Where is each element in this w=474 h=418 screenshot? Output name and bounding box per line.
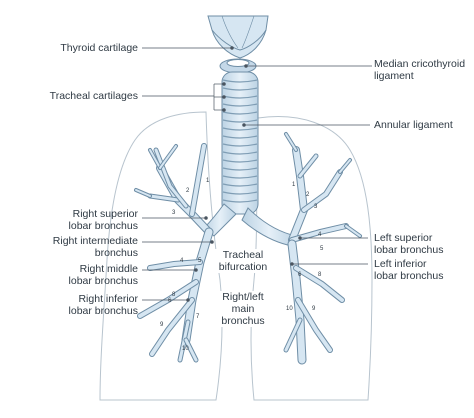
tracheal-ring bbox=[222, 159, 258, 163]
tracheal-ring bbox=[222, 95, 258, 99]
label-left-inferior-lobar-bronchus: Left inferior lobar bronchus bbox=[374, 258, 444, 282]
left-posterior-branch-lumen bbox=[302, 170, 342, 212]
seg-r-10: 10 bbox=[182, 346, 189, 352]
bronchial-branches bbox=[134, 132, 362, 365]
thyroid-cartilage-shape bbox=[207, 15, 269, 59]
right-twig-2-lumen bbox=[159, 145, 177, 169]
tracheal-ring bbox=[222, 87, 258, 91]
label-tracheal-cartilages: Tracheal cartilages bbox=[49, 90, 138, 102]
tracheal-ring bbox=[222, 111, 258, 115]
tracheal-ring bbox=[222, 151, 258, 155]
right-twig-3-lumen bbox=[135, 189, 151, 197]
tracheal-ring bbox=[222, 175, 258, 179]
label-annular-ligament: Annular ligament bbox=[374, 119, 453, 131]
larynx bbox=[207, 15, 269, 74]
right-main-bronchus bbox=[203, 203, 237, 237]
seg-r-9: 9 bbox=[160, 322, 164, 328]
right-inferior-branch-b-lumen bbox=[150, 298, 194, 356]
left-twig-2-lumen bbox=[339, 159, 351, 173]
right-inferior-branch-d-lumen bbox=[184, 338, 198, 362]
right-apical-branch-lumen bbox=[190, 144, 206, 216]
left-upper-branch-lumen bbox=[289, 147, 308, 243]
seg-l-4: 4 bbox=[318, 232, 322, 238]
segment-numbers-left: 1 2 3 4 5 6 8 9 10 bbox=[286, 182, 324, 312]
left-apical-branch-lumen bbox=[298, 154, 318, 178]
tracheal-ring bbox=[222, 79, 258, 83]
left-inferior-branch-b-lumen bbox=[296, 298, 332, 352]
label-median-cricothyroid-ligament: Median cricothyroid ligament bbox=[374, 58, 466, 82]
segment-numbers-right: 1 2 3 4 5 6 7 8 9 10 bbox=[160, 178, 210, 352]
seg-l-5: 5 bbox=[320, 246, 324, 252]
right-middle-branch-lumen bbox=[148, 260, 202, 270]
seg-l-3: 3 bbox=[314, 204, 318, 210]
label-thyroid-cartilage: Thyroid cartilage bbox=[60, 42, 138, 54]
right-twig-1-lumen bbox=[149, 149, 161, 169]
left-twig-3-lumen bbox=[345, 225, 361, 237]
tracheal-ring bbox=[222, 103, 258, 107]
tracheal-ring bbox=[222, 199, 258, 203]
left-inferior-branch-c-lumen bbox=[284, 318, 302, 352]
right-subbranch-lumen bbox=[154, 148, 188, 208]
tracheal-ring bbox=[222, 143, 258, 147]
label-right-inferior-lobar-bronchus: Right inferior lobar bronchus bbox=[68, 293, 138, 317]
seg-r-5: 5 bbox=[198, 258, 202, 264]
seg-r-8: 8 bbox=[172, 292, 176, 298]
seg-l-2: 2 bbox=[306, 192, 310, 198]
label-right-superior-lobar-bronchus: Right superior lobar bronchus bbox=[68, 208, 138, 232]
seg-r-7: 7 bbox=[196, 314, 200, 320]
left-main-bronchus bbox=[241, 207, 297, 247]
tracheal-ring bbox=[222, 135, 258, 139]
leader-lines bbox=[142, 46, 372, 302]
trachea bbox=[221, 71, 259, 215]
tracheal-ring bbox=[222, 191, 258, 195]
seg-l-9: 9 bbox=[312, 306, 316, 312]
seg-r-2: 2 bbox=[186, 188, 190, 194]
label-left-superior-lobar-bronchus: Left superior lobar bronchus bbox=[374, 232, 444, 256]
seg-l-10: 10 bbox=[286, 306, 293, 312]
seg-r-6: 6 bbox=[168, 298, 172, 304]
seg-r-3: 3 bbox=[172, 210, 176, 216]
label-right-middle-lobar-bronchus: Right middle lobar bronchus bbox=[68, 263, 138, 287]
main-bronchi bbox=[203, 203, 297, 247]
label-right-intermediate-bronchus: Right intermediate bronchus bbox=[52, 235, 138, 259]
seg-l-8: 8 bbox=[318, 272, 322, 278]
seg-r-1: 1 bbox=[206, 178, 210, 184]
seg-l-6: 6 bbox=[298, 272, 302, 278]
tracheal-ring bbox=[222, 119, 258, 123]
label-tracheal-bifurcation: Tracheal bifurcation bbox=[212, 249, 274, 273]
seg-l-1: 1 bbox=[292, 182, 296, 188]
tracheal-ring bbox=[222, 183, 258, 187]
left-twig-1-lumen bbox=[285, 133, 297, 151]
left-inferior-branch-a-lumen bbox=[294, 266, 344, 302]
tracheal-ring bbox=[222, 167, 258, 171]
tracheal-ring bbox=[222, 127, 258, 131]
seg-r-4: 4 bbox=[180, 258, 184, 264]
label-main-bronchus: Right/left main bronchus bbox=[212, 291, 274, 327]
right-posterior-branch-lumen bbox=[148, 194, 180, 202]
